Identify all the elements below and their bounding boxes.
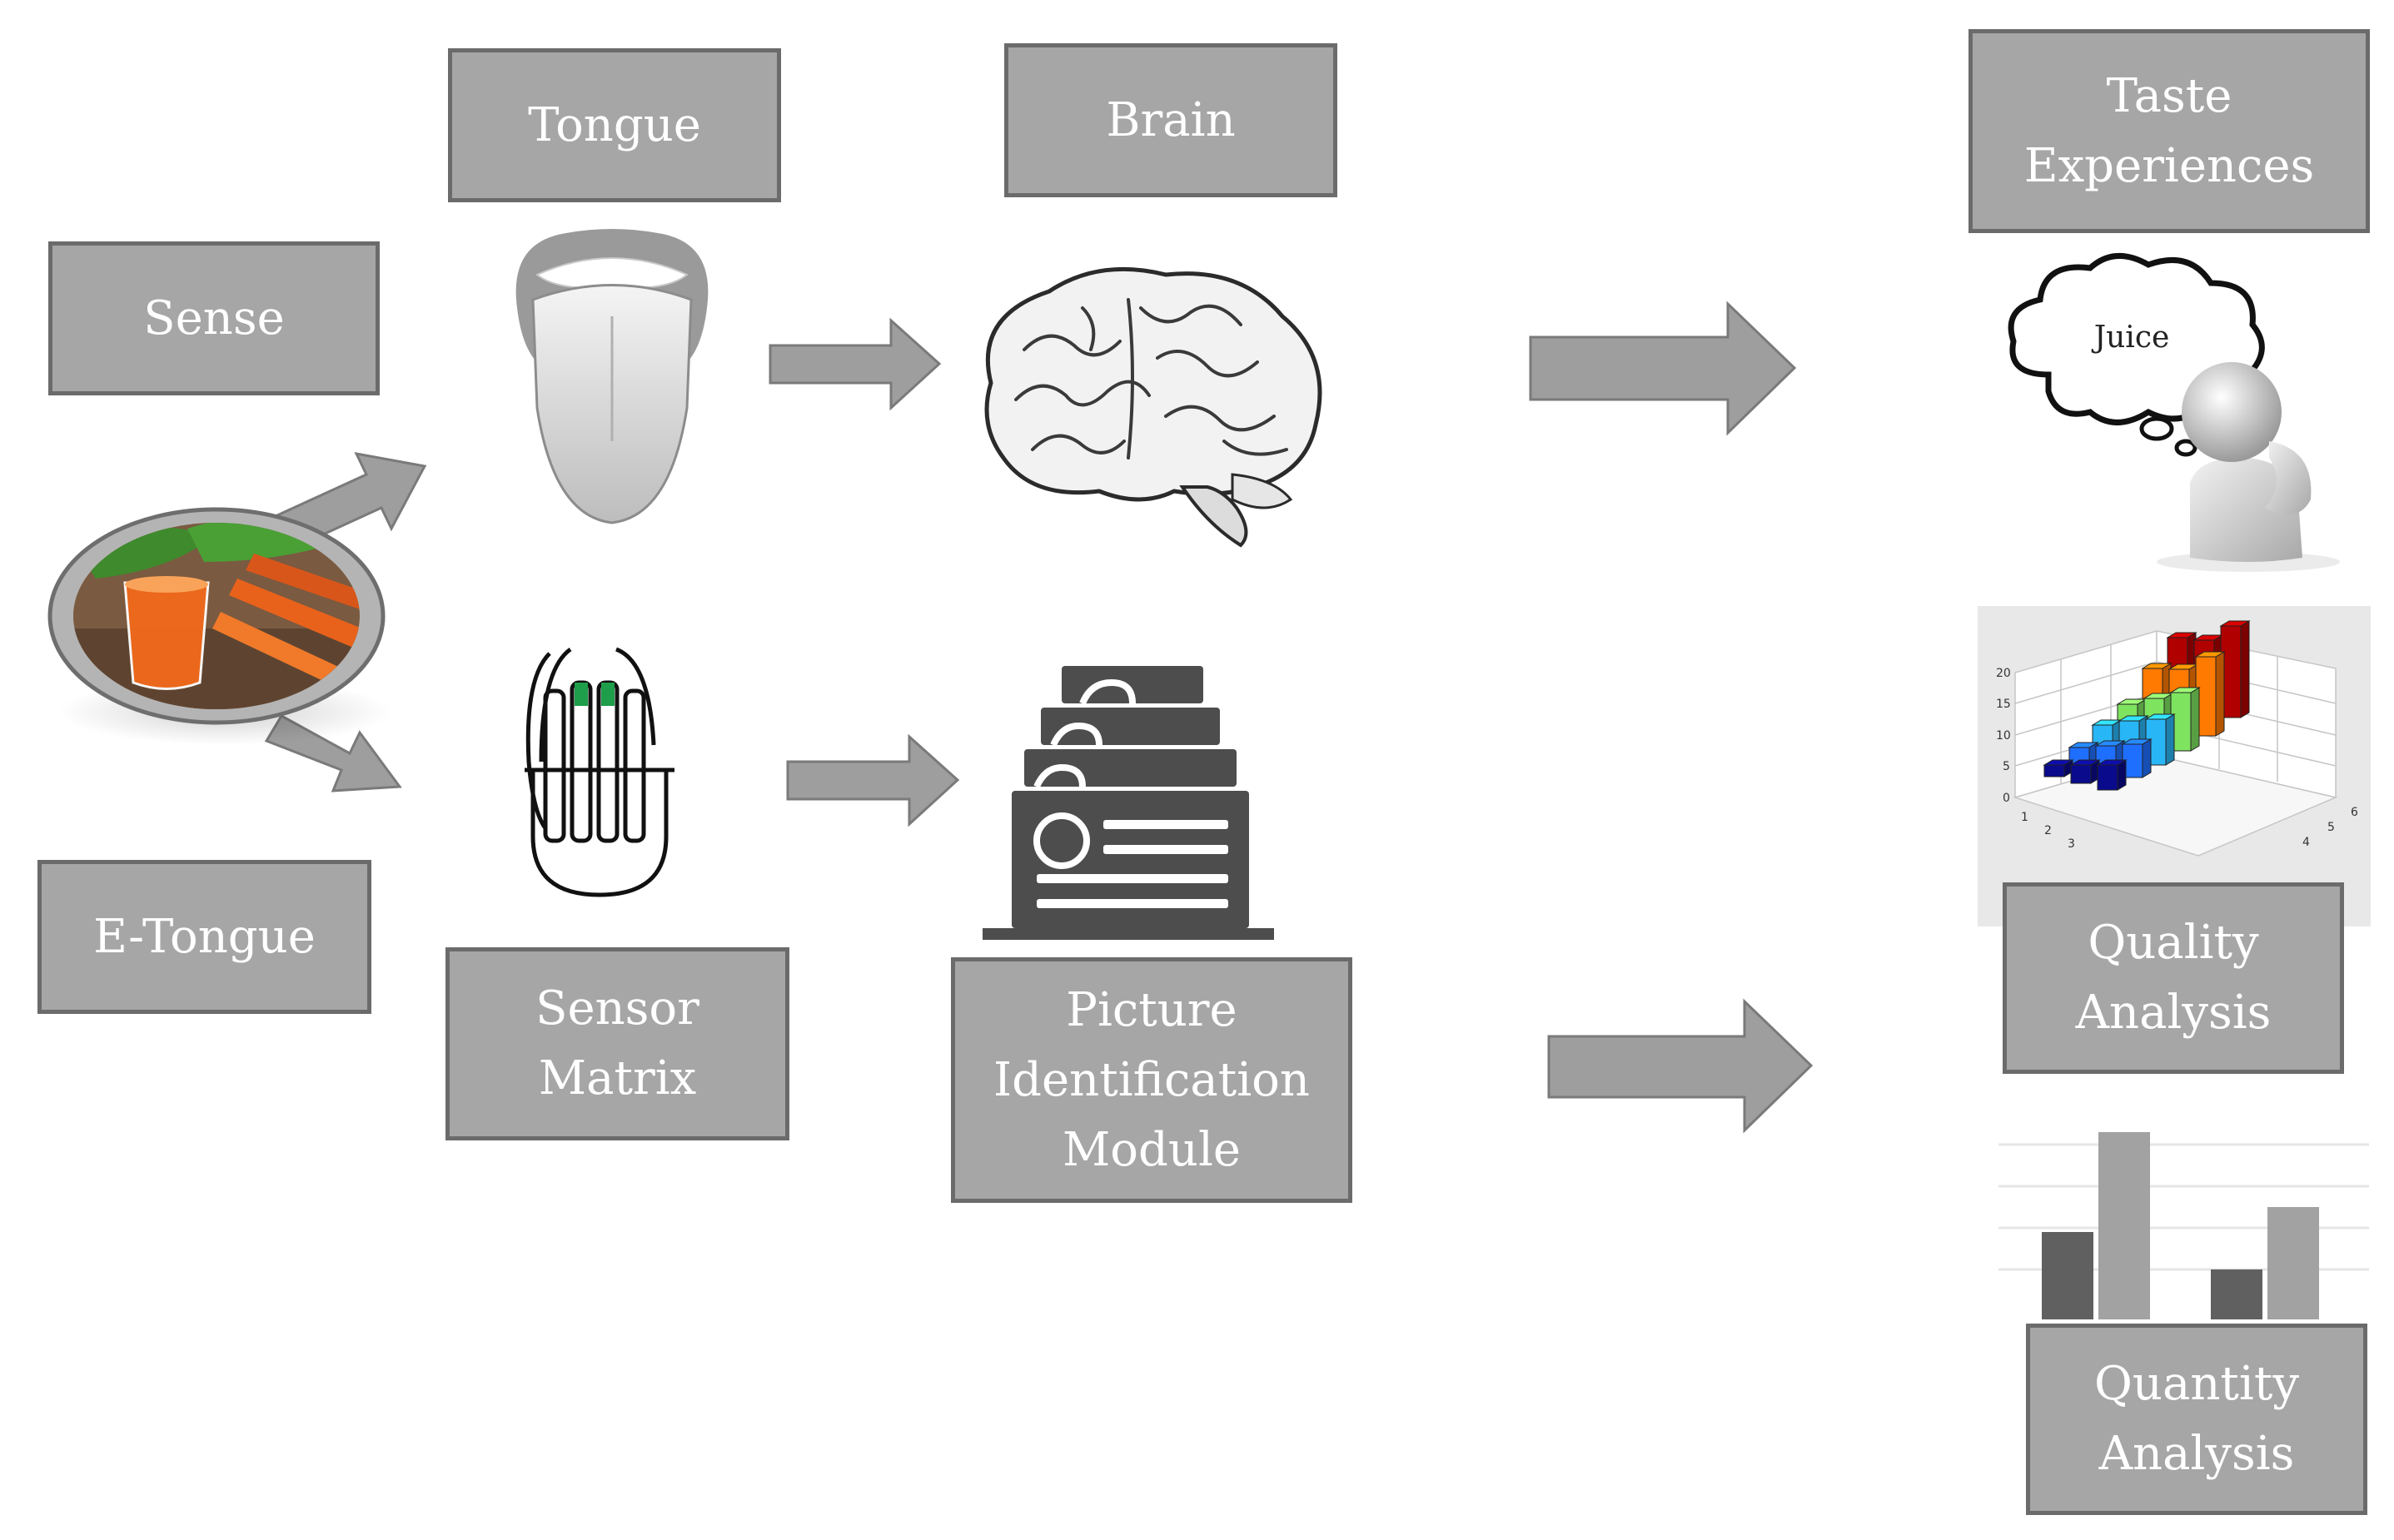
quality-y-tick: 15 xyxy=(1996,698,2011,711)
quality-bar-face xyxy=(2096,759,2128,766)
quantity-bar xyxy=(2042,1232,2093,1319)
thinking-person-icon xyxy=(2157,362,2340,572)
quality-x-tick: 2 xyxy=(2044,824,2052,837)
arrow-tongue-to-brain xyxy=(769,317,942,411)
sense-label: Sense xyxy=(143,291,285,345)
brain-icon xyxy=(984,266,1322,548)
brain-box: Brain xyxy=(1004,43,1337,197)
sensor-matrix-icon xyxy=(525,647,674,897)
quality-bar-face xyxy=(2194,651,2226,658)
quality-z-tick: 4 xyxy=(2302,836,2310,849)
quality-bar-chart-icon: 20 15 10 5 0 1 2 3 4 5 6 xyxy=(1978,606,2371,926)
sensor-label-line-1: Sensor xyxy=(535,981,699,1036)
quantity-bar xyxy=(2267,1207,2319,1319)
tongue-label: Tongue xyxy=(528,97,701,152)
quality-bar-face xyxy=(2070,764,2092,784)
quality-y-tick: 0 xyxy=(2003,792,2010,805)
tongue-box: Tongue xyxy=(448,48,781,202)
e-tongue-box: E-Tongue xyxy=(37,860,371,1014)
quality-bar-face xyxy=(2166,632,2197,638)
quality-y-tick: 20 xyxy=(1996,667,2011,680)
quality-bar-face xyxy=(2190,687,2200,752)
quality-bar-face xyxy=(2043,764,2065,777)
picture-label-line-3: Module xyxy=(1062,1122,1241,1177)
quality-z-tick: 5 xyxy=(2327,821,2335,834)
taste-label-line-1: Taste xyxy=(2106,68,2232,123)
carrot-juice-plate-icon xyxy=(47,507,391,745)
arrow-picture-to-analysis xyxy=(1547,998,1814,1134)
quality-label-line-1: Quality xyxy=(2088,916,2259,970)
brain-label: Brain xyxy=(1106,92,1236,147)
quality-bar-face xyxy=(2144,713,2176,720)
quality-x-tick: 3 xyxy=(2068,837,2075,851)
arrow-brain-to-taste xyxy=(1529,301,1797,436)
tongue-icon xyxy=(515,229,709,524)
picture-identification-box: Picture Identification Module xyxy=(951,957,1352,1203)
taste-label-line-2: Experiences xyxy=(2023,138,2315,193)
picture-identification-icon xyxy=(983,666,1274,940)
quality-analysis-box: Quality Analysis xyxy=(2003,882,2344,1074)
taste-experiences-box: Taste Experiences xyxy=(1968,29,2370,233)
quantity-analysis-box: Quantity Analysis xyxy=(2026,1324,2367,1515)
quantity-label-line-2: Analysis xyxy=(2098,1427,2295,1481)
quality-bar-face xyxy=(2240,620,2250,718)
quantity-label-line-1: Quantity xyxy=(2094,1357,2299,1411)
quality-bar-face xyxy=(2215,651,2225,737)
quality-bar-face xyxy=(2097,764,2118,791)
sensor-matrix-box: Sensor Matrix xyxy=(445,947,789,1140)
quality-y-tick: 5 xyxy=(2003,760,2010,773)
quality-y-tick: 10 xyxy=(1996,729,2011,743)
quality-bar-face xyxy=(2121,738,2153,745)
thought-bubble-text: Juice xyxy=(2093,320,2170,355)
quality-bar-face xyxy=(2069,759,2101,766)
quality-x-tick: 1 xyxy=(2021,811,2028,824)
picture-label-line-1: Picture xyxy=(1066,982,1237,1037)
quality-bar-face xyxy=(2165,713,2175,766)
quality-bar-face xyxy=(2118,715,2149,722)
e-tongue-label: E-Tongue xyxy=(93,909,316,964)
quantity-bar xyxy=(2098,1132,2150,1319)
quality-bar-face xyxy=(2142,738,2152,778)
quality-bar-face xyxy=(2043,759,2074,766)
quality-bar-face xyxy=(2219,620,2251,627)
quality-bar-face xyxy=(2094,740,2126,747)
bar-chart-icon xyxy=(1998,1132,2369,1319)
quality-bar-face xyxy=(2068,742,2099,748)
quality-z-tick: 6 xyxy=(2351,806,2358,819)
sense-box: Sense xyxy=(48,241,380,395)
quantity-bar xyxy=(2211,1269,2262,1319)
arrow-sensor-to-picture xyxy=(786,733,960,827)
picture-label-line-2: Identification xyxy=(993,1052,1310,1107)
quality-bar-face xyxy=(2141,663,2173,669)
quality-bar-face xyxy=(2169,687,2201,693)
quality-label-line-2: Analysis xyxy=(2075,986,2272,1040)
sensor-label-line-2: Matrix xyxy=(538,1051,697,1105)
